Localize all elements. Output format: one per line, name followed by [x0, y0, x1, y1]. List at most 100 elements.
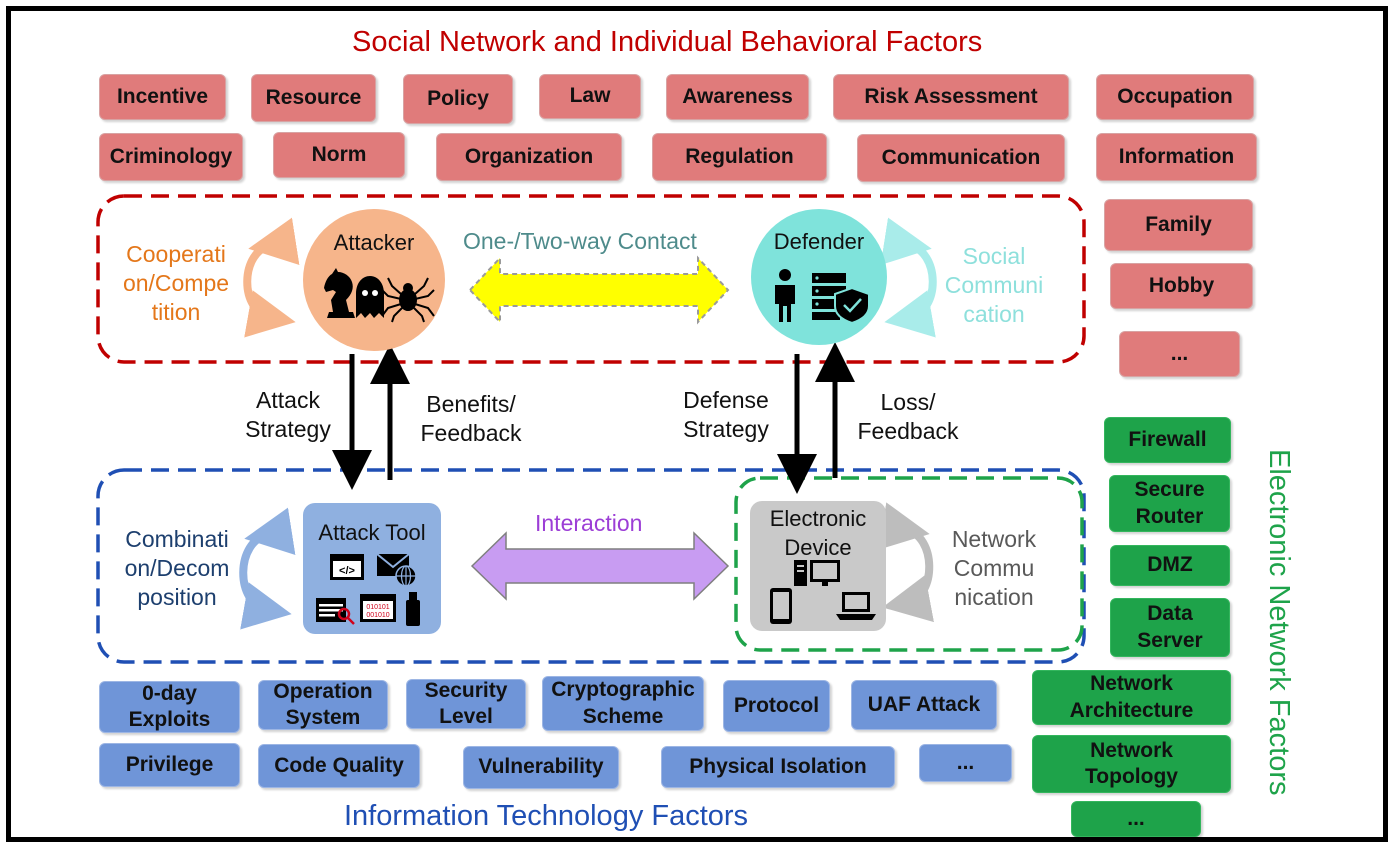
factor-network-architecture: Network Architecture	[1032, 670, 1231, 725]
svg-text:010101: 010101	[366, 604, 389, 611]
contact-label: One-/Two-way Contact	[463, 228, 697, 254]
factor-incentive: Incentive	[99, 74, 226, 120]
factor-policy: Policy	[403, 74, 513, 124]
electronic-group-outline	[734, 476, 1084, 652]
person-icon	[775, 269, 795, 322]
combination-decomposition-label: Combinati on/Decom position	[116, 525, 238, 612]
label-line: Communi	[944, 272, 1044, 298]
interaction-label: Interaction	[535, 510, 643, 536]
label-line: Strategy	[683, 416, 769, 442]
label-line: Secure	[1134, 478, 1205, 502]
factor-protocol: Protocol	[723, 680, 830, 732]
label-line: Topology	[1085, 765, 1178, 788]
label-line: Exploits	[128, 708, 211, 731]
factor-secure-router: Secure Router	[1109, 475, 1230, 532]
electronic-device-label-2: Device	[784, 535, 851, 560]
interaction-double-arrow	[470, 531, 730, 601]
label-line: Network	[1090, 738, 1173, 762]
social-communication-label: Social Communi cation	[934, 242, 1054, 329]
label-line: Loss/	[880, 389, 936, 415]
label-line: Attack	[256, 387, 320, 413]
factor-vulnerability: Vulnerability	[463, 746, 619, 789]
factor-hobby: Hobby	[1110, 263, 1253, 309]
factor-uaf-attack: UAF Attack	[851, 680, 997, 730]
label-line: Router	[1135, 504, 1204, 528]
factor-cryptographic-scheme: Cryptographic Scheme	[542, 676, 704, 731]
label-line: System	[285, 706, 361, 729]
chess-knight-icon	[324, 268, 355, 318]
label-line: Social	[962, 243, 1026, 269]
label-line: Feedback	[857, 418, 959, 444]
attacker-label: Attacker	[334, 230, 415, 255]
label-line: tition	[151, 299, 201, 325]
label-line: Commu	[953, 555, 1035, 581]
label-line: Operation	[273, 679, 373, 703]
factor-more-electronic: ...	[1071, 801, 1201, 837]
label-line: on/Compe	[122, 270, 230, 296]
loss-feedback-label: Loss/ Feedback	[850, 388, 966, 446]
factor-occupation: Occupation	[1096, 74, 1254, 120]
label-line: Scheme	[582, 704, 664, 728]
attack-strategy-label: Attack Strategy	[236, 386, 340, 444]
label-line: Combinati	[125, 526, 229, 552]
combination-cycle-arrow	[239, 507, 296, 630]
factor-criminology: Criminology	[99, 133, 243, 181]
attack-tool-label: Attack Tool	[318, 520, 425, 545]
it-group-outline	[96, 468, 1086, 664]
factor-firewall: Firewall	[1104, 417, 1231, 463]
label-line: Defense	[683, 387, 769, 413]
label-line: Architecture	[1069, 698, 1194, 722]
label-line: Benefits/	[426, 391, 516, 417]
factor-operation-system: Operation System	[258, 680, 388, 730]
diagram-frame	[6, 6, 1388, 842]
email-globe-icon	[376, 553, 417, 587]
label-line: Cryptographic	[551, 678, 695, 702]
label-line: Feedback	[420, 420, 522, 446]
network-communication-label: Network Commu nication	[936, 525, 1052, 612]
binary-code-icon: 010101 001010	[360, 594, 396, 622]
defense-strategy-label: Defense Strategy	[672, 386, 780, 444]
factor-norm: Norm	[273, 132, 405, 178]
factor-0-day-exploits: 0-day Exploits	[99, 681, 240, 733]
desktop-computer-icon	[794, 560, 840, 586]
factor-awareness: Awareness	[666, 74, 809, 120]
factor-information: Information	[1096, 133, 1257, 181]
document-search-icon	[316, 598, 355, 625]
factor-network-topology: Network Topology	[1032, 735, 1231, 793]
ghost-icon	[356, 276, 384, 318]
electronic-factors-title: Electronic Network Factors	[1263, 449, 1295, 796]
spider-icon	[381, 277, 435, 323]
label-line: Server	[1137, 628, 1203, 652]
factor-privilege: Privilege	[99, 743, 240, 787]
label-line: cation	[963, 301, 1025, 327]
benefits-feedback-label: Benefits/ Feedback	[412, 390, 530, 448]
svg-text:001010: 001010	[366, 612, 389, 619]
cooperation-cycle-arrow	[243, 217, 300, 338]
factor-law: Law	[539, 74, 641, 119]
usb-drive-icon	[406, 592, 420, 626]
social-factors-title: Social Network and Individual Behavioral…	[352, 26, 983, 58]
label-line: Network	[951, 526, 1037, 552]
label-line: Strategy	[245, 416, 331, 442]
label-line: Security	[424, 678, 508, 702]
contact-double-arrow	[468, 255, 730, 325]
label-line: position	[137, 584, 217, 610]
factor-regulation: Regulation	[652, 133, 827, 181]
factor-code-quality: Code Quality	[258, 744, 420, 788]
factor-resource: Resource	[251, 74, 376, 122]
factor-communication: Communication	[857, 134, 1065, 182]
factor-physical-isolation: Physical Isolation	[661, 746, 895, 788]
label-line: 0-day	[142, 681, 197, 705]
factor-organization: Organization	[436, 133, 622, 181]
code-window-icon: </>	[330, 554, 364, 580]
svg-text:</>: </>	[339, 565, 355, 577]
label-line: Network	[1090, 672, 1173, 696]
factor-data-server: Data Server	[1110, 598, 1230, 657]
server-shield-icon	[812, 273, 870, 325]
label-line: Level	[439, 705, 493, 728]
label-line: Cooperati	[126, 241, 226, 267]
electronic-device-label-1: Electronic	[770, 506, 867, 531]
factor-risk-assessment: Risk Assessment	[833, 74, 1069, 120]
factor-dmz: DMZ	[1110, 545, 1230, 586]
